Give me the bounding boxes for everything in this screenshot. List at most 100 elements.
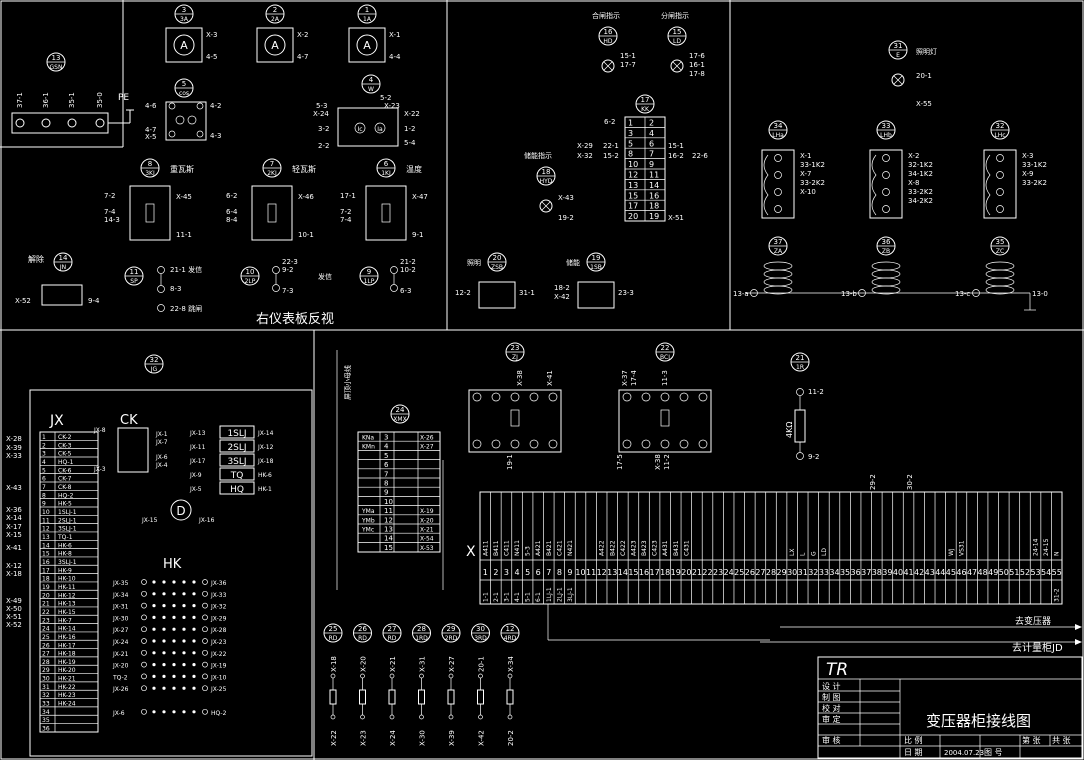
svg-text:X-15: X-15 [6, 531, 22, 539]
svg-text:LHc: LHc [994, 132, 1005, 139]
svg-text:HK-18: HK-18 [58, 651, 76, 658]
svg-text:LD: LD [821, 548, 828, 556]
svg-text:15: 15 [628, 191, 638, 200]
svg-text:21-2: 21-2 [400, 258, 416, 266]
svg-text:30: 30 [476, 625, 485, 633]
svg-text:HK-24: HK-24 [58, 701, 76, 708]
svg-text:6: 6 [384, 461, 389, 469]
svg-text:18: 18 [42, 576, 50, 583]
svg-text:C421: C421 [556, 540, 563, 556]
svg-text:HK-17: HK-17 [58, 642, 76, 649]
svg-text:4-5: 4-5 [206, 53, 217, 61]
svg-text:X-52: X-52 [6, 621, 22, 629]
svg-text:X-2: X-2 [297, 31, 308, 39]
svg-text:51: 51 [1009, 568, 1019, 577]
svg-text:X-37: X-37 [621, 370, 629, 386]
svg-text:15-1: 15-1 [668, 142, 684, 150]
svg-text:8: 8 [557, 568, 562, 577]
svg-text:CK-7: CK-7 [58, 476, 72, 483]
svg-text:24: 24 [396, 406, 405, 414]
svg-text:21: 21 [796, 354, 805, 362]
svg-text:9: 9 [42, 501, 46, 508]
svg-text:19: 19 [649, 212, 659, 221]
svg-text:29-2: 29-2 [869, 474, 877, 490]
svg-text:31: 31 [894, 42, 903, 50]
svg-text:HK-6: HK-6 [258, 472, 272, 479]
svg-text:5-4: 5-4 [404, 139, 416, 147]
svg-text:33: 33 [42, 701, 50, 708]
svg-text:9: 9 [367, 268, 371, 276]
svg-text:22: 22 [702, 568, 712, 577]
svg-text:X-3: X-3 [206, 31, 217, 39]
svg-text:HK-16: HK-16 [58, 634, 76, 641]
svg-text:10: 10 [384, 498, 393, 506]
svg-text:W: W [368, 86, 374, 93]
svg-text:JX-28: JX-28 [210, 627, 227, 634]
svg-text:4-3: 4-3 [210, 132, 221, 140]
svg-text:3SLJ-1: 3SLJ-1 [58, 526, 77, 533]
svg-text:X-9: X-9 [1022, 170, 1033, 178]
svg-text:HK-23: HK-23 [58, 692, 76, 699]
svg-text:3: 3 [628, 129, 633, 138]
svg-text:HK-15: HK-15 [58, 609, 76, 616]
svg-text:1: 1 [42, 434, 46, 441]
svg-text:HK-20: HK-20 [58, 667, 76, 674]
svg-text:6-2: 6-2 [226, 192, 237, 200]
svg-text:15-2: 15-2 [603, 152, 619, 160]
svg-text:共 张: 共 张 [1052, 736, 1071, 745]
svg-text:20: 20 [493, 254, 502, 262]
svg-text:A411: A411 [482, 540, 489, 556]
svg-text:4-7: 4-7 [145, 126, 156, 134]
svg-text:X-49: X-49 [6, 597, 22, 605]
gsn-terminal: 13 GSN PE 37-1 36-1 35-1 35-0 [11, 52, 134, 134]
drawing-title: 变压器柜接线图 [926, 712, 1031, 730]
svg-text:55: 55 [1052, 568, 1062, 577]
svg-text:LHa: LHa [772, 132, 784, 139]
svg-text:温度: 温度 [406, 164, 422, 174]
svg-text:19: 19 [42, 584, 50, 591]
svg-text:JX-5: JX-5 [189, 486, 202, 493]
svg-text:11-3: 11-3 [661, 370, 669, 386]
svg-text:X-46: X-46 [298, 193, 314, 201]
svg-text:7-2: 7-2 [104, 192, 115, 200]
svg-text:4-2: 4-2 [210, 102, 221, 110]
svg-text:1: 1 [628, 119, 633, 128]
svg-text:8-3: 8-3 [170, 285, 181, 293]
svg-text:日 期: 日 期 [904, 748, 923, 757]
svg-text:46: 46 [956, 568, 966, 577]
svg-text:YMb: YMb [361, 517, 375, 524]
svg-text:4: 4 [42, 459, 46, 466]
svg-text:16: 16 [649, 191, 659, 200]
svg-text:3: 3 [504, 568, 509, 577]
svg-text:22-3: 22-3 [282, 258, 298, 266]
svg-text:54: 54 [1041, 568, 1051, 577]
svg-text:13-b: 13-b [841, 290, 857, 298]
svg-text:42: 42 [914, 568, 924, 577]
svg-text:44: 44 [935, 568, 945, 577]
svg-text:JX-30: JX-30 [112, 615, 129, 622]
svg-text:9-4: 9-4 [88, 297, 100, 305]
svg-text:CK-6: CK-6 [58, 467, 72, 474]
svg-text:17: 17 [42, 567, 50, 574]
svg-text:32: 32 [996, 122, 1005, 130]
svg-text:B421: B421 [546, 540, 553, 556]
svg-text:2: 2 [273, 6, 277, 14]
svg-text:33-2K2: 33-2K2 [1022, 179, 1047, 187]
svg-text:25: 25 [329, 625, 338, 633]
svg-text:N421: N421 [567, 540, 574, 556]
svg-text:X-8: X-8 [908, 179, 919, 187]
svg-text:14: 14 [59, 254, 68, 262]
svg-text:9: 9 [649, 160, 654, 169]
svg-text:13-0: 13-0 [1032, 290, 1048, 298]
